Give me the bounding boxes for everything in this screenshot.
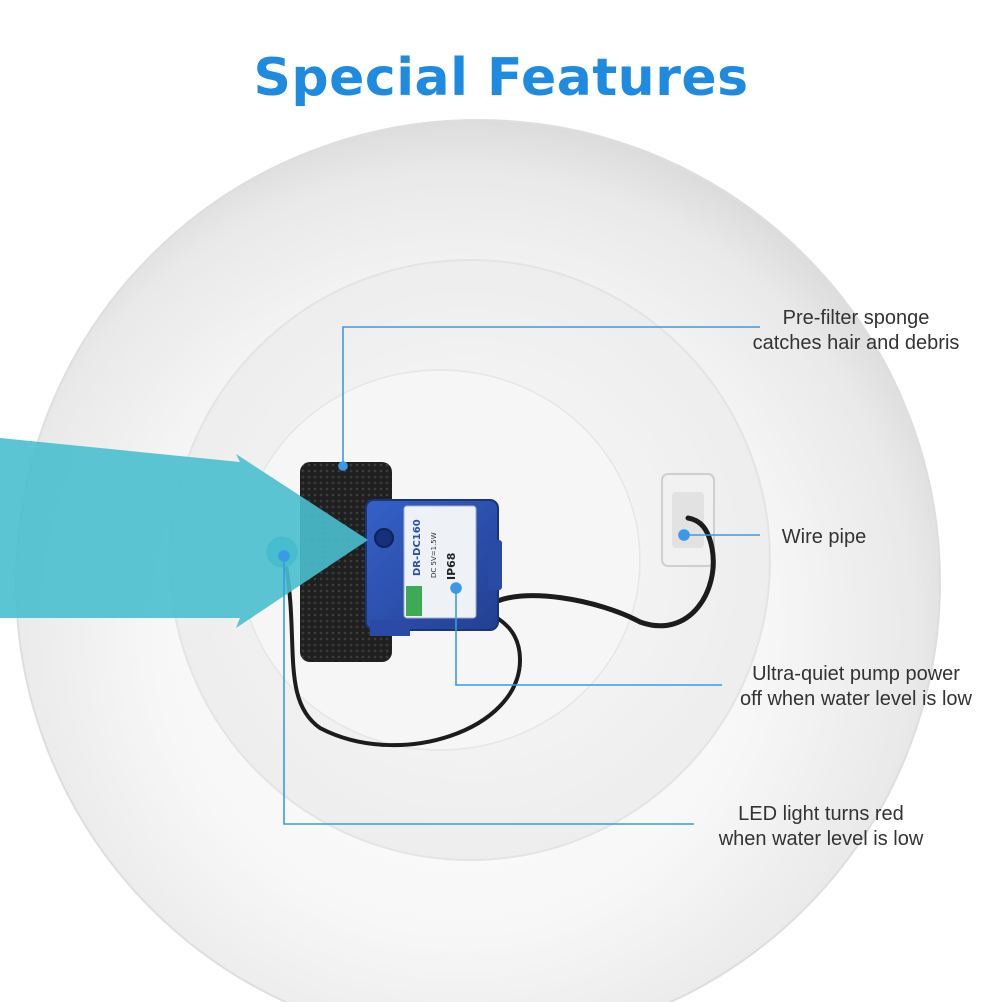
led-cable [283, 558, 523, 748]
callout-line-sponge [342, 326, 760, 462]
pump-model-text: DR-DC160 [412, 519, 423, 576]
callout-dot-wire [678, 529, 690, 541]
callout-text: LED light turns red [738, 803, 904, 825]
callout-dot-pump [450, 582, 462, 594]
callout-dot-led [278, 550, 290, 562]
callout-label-wire-pipe: Wire pipe [766, 525, 882, 550]
callout-label-pre-filter: Pre-filter sponge catches hair and debri… [736, 306, 976, 356]
callout-text: off when water level is low [740, 688, 972, 710]
callout-text: catches hair and debris [752, 332, 960, 354]
water-flow-arrow [0, 438, 368, 628]
pump-power-cable [487, 515, 716, 629]
callout-lines [278, 326, 760, 825]
callout-line-led [283, 560, 694, 825]
callout-label-led-light: LED light turns red when water level is … [700, 802, 942, 852]
callout-label-ultra-quiet-pump: Ultra-quiet pump power off when water le… [718, 662, 994, 712]
callout-text: when water level is low [718, 828, 924, 850]
pump-spec-text: DC 5V=1.5W [430, 532, 438, 578]
page-title: Special Features [253, 48, 749, 108]
callout-text: Wire pipe [781, 526, 867, 548]
callout-text: Ultra-quiet pump power [752, 663, 960, 685]
callout-text: Pre-filter sponge [782, 307, 930, 329]
callout-line-pump [455, 588, 722, 686]
pump-rating-text: IP68 [445, 553, 458, 580]
callout-dot-sponge [338, 461, 348, 471]
